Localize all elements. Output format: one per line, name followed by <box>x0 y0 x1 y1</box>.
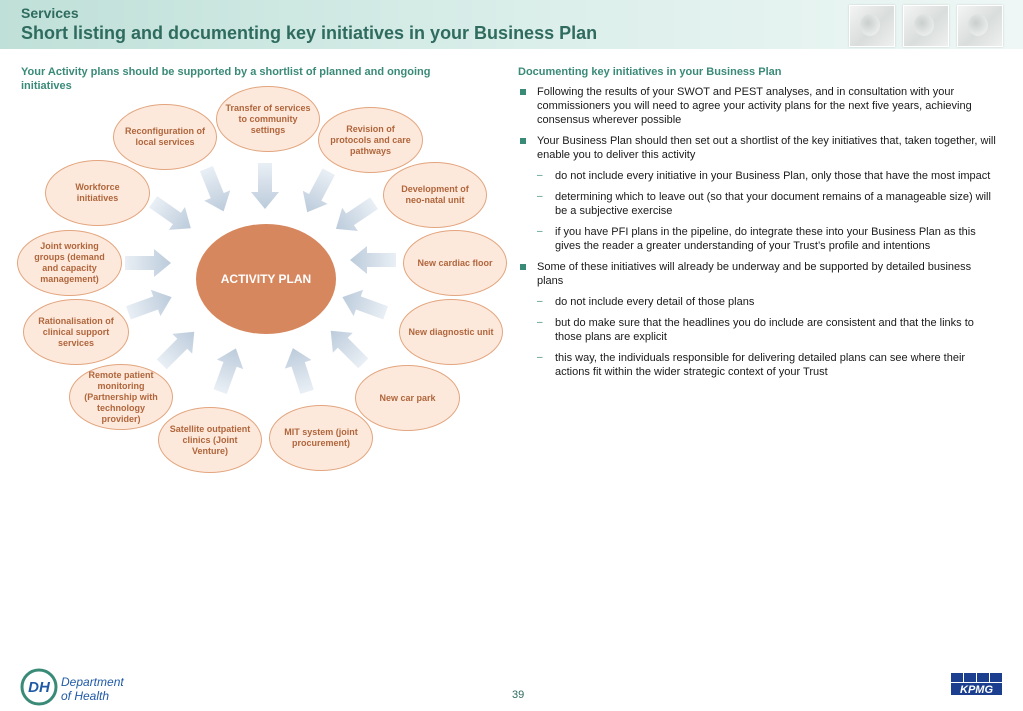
arrow-8 <box>206 343 250 397</box>
bullet-item: Following the results of your SWOT and P… <box>518 85 998 127</box>
node-remote-patient-monitoring: Remote patient monitoring (Partnership w… <box>69 364 173 430</box>
arrow-2 <box>294 165 342 219</box>
page-number: 39 <box>512 689 525 701</box>
node-reconfiguration: Reconfiguration of local services <box>113 104 217 170</box>
dash-bullet-icon: – <box>537 317 543 328</box>
dash-bullet-icon: – <box>537 191 543 202</box>
page-title: Short listing and documenting key initia… <box>21 23 598 43</box>
node-mit-system: MIT system (joint procurement) <box>269 405 373 471</box>
arrow-7 <box>279 343 321 397</box>
square-bullet-icon <box>520 138 526 144</box>
bullet-text: do not include every initiative in your … <box>555 170 991 182</box>
sub-bullet-item: – this way, the individuals responsible f… <box>518 351 998 379</box>
kpmg-logo-text: KPMG <box>960 684 993 695</box>
arrow-1 <box>251 163 279 209</box>
bullet-text: Some of these initiatives will already b… <box>537 261 972 287</box>
arrow-6 <box>320 320 374 374</box>
sub-bullet-item: – if you have PFI plans in the pipeline, … <box>518 225 998 253</box>
bullet-text: determining which to leave out (so that … <box>555 191 991 217</box>
square-bullet-icon <box>520 264 526 270</box>
dash-bullet-icon: – <box>537 296 543 307</box>
bullet-text: Your Business Plan should then set out a… <box>537 135 996 161</box>
arrow-9 <box>151 321 205 375</box>
right-heading: Documenting key initiatives in your Busi… <box>518 66 782 78</box>
sub-bullet-item: – do not include every initiative in your… <box>518 169 998 183</box>
node-workforce-initiatives: Workforce initiatives <box>45 160 150 226</box>
dash-bullet-icon: – <box>537 352 543 363</box>
arrow-4 <box>350 246 396 274</box>
header-banner: Services Short listing and documenting k… <box>0 0 1023 49</box>
node-transfer-of-services: Transfer of services to community settin… <box>216 86 320 152</box>
sub-bullet-item: – determining which to leave out (so that… <box>518 190 998 218</box>
dash-bullet-icon: – <box>537 170 543 181</box>
bullet-text: if you have PFI plans in the pipeline, d… <box>555 226 976 252</box>
node-new-car-park: New car park <box>355 365 460 431</box>
header-photo-1 <box>849 5 895 47</box>
square-bullet-icon <box>520 89 526 95</box>
node-joint-working-groups: Joint working groups (demand and capacit… <box>17 230 122 296</box>
sub-bullet-item: – do not include every detail of those pl… <box>518 295 998 309</box>
arrow-13 <box>193 163 237 217</box>
node-new-cardiac-floor: New cardiac floor <box>403 230 507 296</box>
left-heading: Your Activity plans should be supported … <box>21 66 431 92</box>
dh-logo-line1: Department <box>61 675 124 689</box>
node-revision-of-protocols: Revision of protocols and care pathways <box>318 107 423 173</box>
bullet-text: do not include every detail of those pla… <box>555 296 755 308</box>
bullet-text: Following the results of your SWOT and P… <box>537 86 972 126</box>
header-photo-2 <box>903 5 949 47</box>
node-rationalisation: Rationalisation of clinical support serv… <box>23 299 129 365</box>
bullet-text: but do make sure that the headlines you … <box>555 317 974 343</box>
dash-bullet-icon: – <box>537 226 543 237</box>
node-new-diagnostic-unit: New diagnostic unit <box>399 299 503 365</box>
arrow-12 <box>145 190 199 240</box>
department-of-health-logo: DH Department of Health <box>20 668 132 711</box>
kpmg-logo: KPMG <box>951 673 1003 700</box>
arrow-3 <box>328 191 382 241</box>
arrow-10 <box>123 283 177 327</box>
right-column: Documenting key initiatives in your Busi… <box>518 65 998 386</box>
sub-bullet-item: – but do make sure that the headlines you… <box>518 316 998 344</box>
node-satellite-clinics: Satellite outpatient clinics (Joint Vent… <box>158 407 262 473</box>
header-photo-3 <box>957 5 1003 47</box>
activity-plan-center: ACTIVITY PLAN <box>196 224 336 334</box>
arrow-11 <box>125 249 171 277</box>
node-neo-natal-unit: Development of neo-natal unit <box>383 162 487 228</box>
section-title: Services <box>21 5 79 21</box>
dh-logo-letters: DH <box>28 679 51 696</box>
bullet-item: Your Business Plan should then set out a… <box>518 134 998 162</box>
bullet-item: Some of these initiatives will already b… <box>518 260 998 288</box>
dh-logo-line2: of Health <box>61 689 109 703</box>
arrow-5 <box>337 283 391 327</box>
bullet-text: this way, the individuals responsible fo… <box>555 352 966 378</box>
